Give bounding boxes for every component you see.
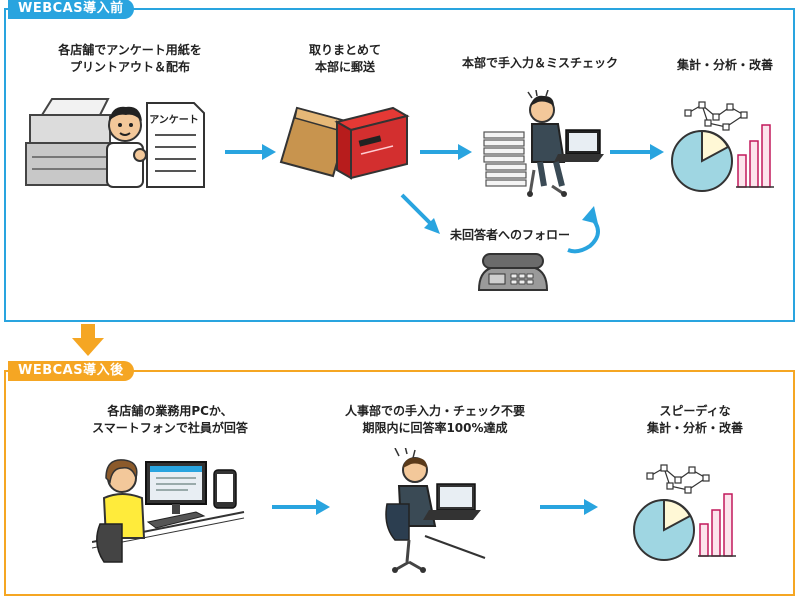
before-step2-label: 取りまとめて本部に郵送 — [308, 43, 381, 74]
before-tag: WEBCAS導入前 — [8, 0, 134, 19]
before-flow-arrows — [225, 144, 664, 254]
after-flow-arrows — [272, 499, 598, 515]
followup-label: 未回答者へのフォロー — [449, 228, 570, 242]
after-step3-label: スピーディな集計・分析・改善 — [646, 404, 743, 435]
telephone-illustration — [475, 250, 550, 298]
no-manual-entry-illustration — [385, 448, 495, 578]
after-panel — [4, 370, 795, 596]
arrow-to-followup — [400, 193, 432, 225]
printer-distribution-illustration: アンケート — [22, 95, 222, 195]
speedy-analysis-chart-illustration — [630, 458, 745, 568]
mail-envelope-illustration — [275, 100, 415, 180]
transition-down-arrow — [72, 324, 104, 356]
sheet-label: アンケート — [149, 114, 199, 126]
followup-loop-arrow — [567, 214, 600, 254]
before-step1-label: 各店舗でアンケート用紙をプリントアウト＆配布 — [58, 43, 202, 74]
after-tag: WEBCAS導入後 — [8, 361, 134, 381]
after-step1-label: 各店舗の業務用PCか、スマートフォンで社員が回答 — [92, 404, 248, 435]
before-panel — [4, 8, 795, 322]
analysis-chart-illustration — [668, 95, 783, 195]
before-step4-label: 集計・分析・改善 — [676, 58, 773, 72]
after-step2-label: 人事部での手入力・チェック不要期限内に回答率100%達成 — [344, 404, 525, 435]
manual-entry-illustration — [480, 90, 610, 200]
pc-smartphone-answer-illustration — [92, 452, 252, 567]
before-step3-label: 本部で手入力＆ミスチェック — [461, 56, 618, 70]
